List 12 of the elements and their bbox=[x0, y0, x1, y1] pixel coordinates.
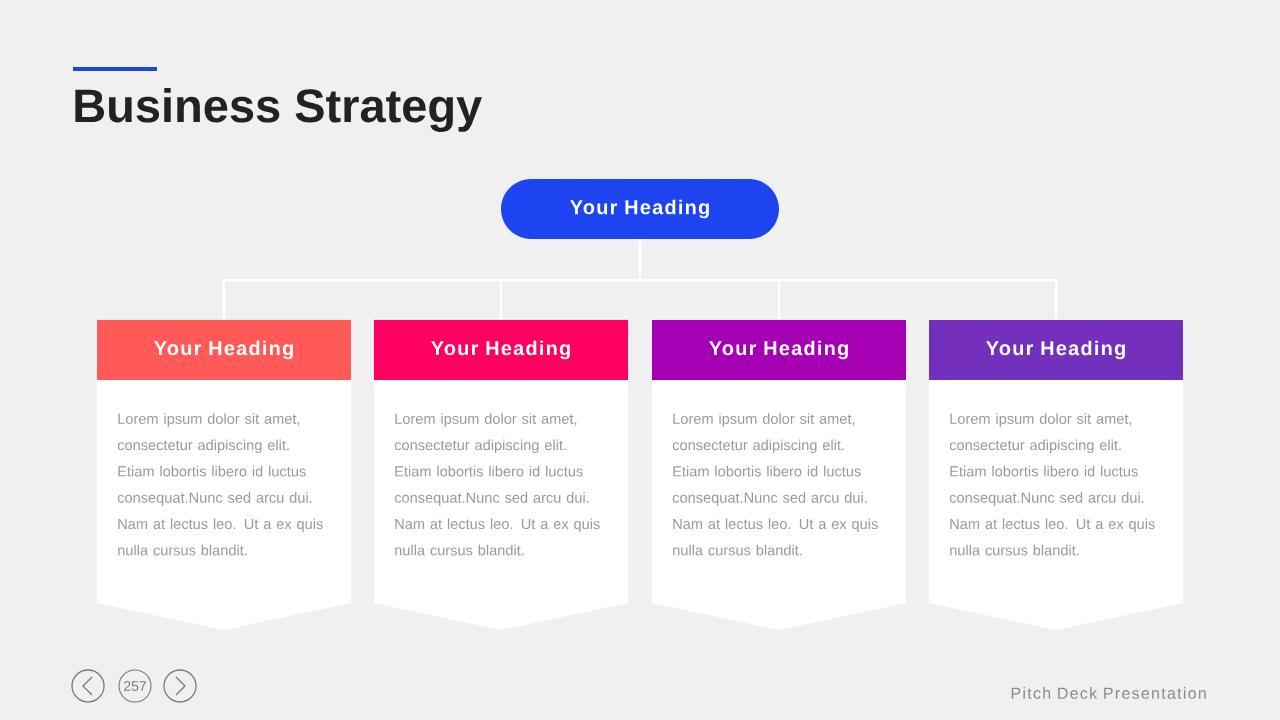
page-number: 257 bbox=[118, 669, 152, 703]
footer-text: Pitch Deck Presentation bbox=[1011, 687, 1206, 699]
text-card: Lorem ipsum dolor sit amet, consectetur adipiscing elit. Etiam lobortis libero id luctus consequat.Nunc sed arcu dui. Nam at lectus leo. Ut a ex quis nulla cursus blandit. bbox=[97, 379, 351, 630]
text-card: Lorem ipsum dolor sit amet, consectetur adipiscing elit. Etiam lobortis libero id luctus consequat.Nunc sed arcu dui. Nam at lectus leo. Ut a ex quis nulla cursus blandit. bbox=[652, 379, 906, 630]
text-card: Lorem ipsum dolor sit amet, consectetur adipiscing elit. Etiam lobortis libero id luctus consequat.Nunc sed arcu dui. Nam at lectus leo. Ut a ex quis nulla cursus blandit. bbox=[929, 379, 1183, 630]
heading-band: Your Heading bbox=[929, 320, 1183, 380]
heading-pill: Your Heading bbox=[501, 179, 779, 239]
heading-band: Your Heading bbox=[652, 320, 906, 380]
title: Business Strategy bbox=[75, 88, 482, 132]
heading-band: Your Heading bbox=[97, 320, 351, 380]
heading-band: Your Heading bbox=[374, 320, 628, 380]
text-card: Lorem ipsum dolor sit amet, consectetur adipiscing elit. Etiam lobortis libero id luctus consequat.Nunc sed arcu dui. Nam at lectus leo. Ut a ex quis nulla cursus blandit. bbox=[374, 379, 628, 630]
